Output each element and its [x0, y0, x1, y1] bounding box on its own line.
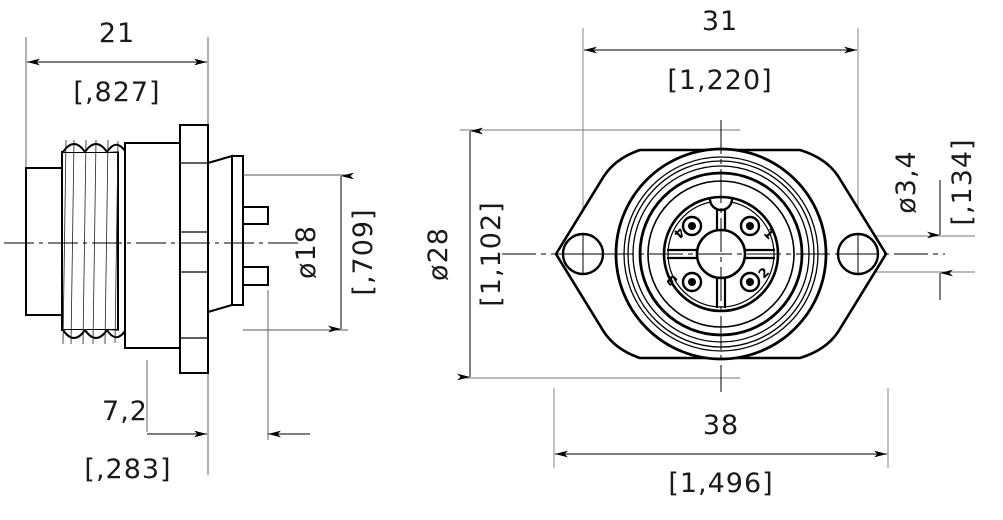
front-view-group: 31 [1,220] ø28 [1,102] ø3,4 [,134] 38 [1… [423, 6, 978, 499]
dim-mount-hole-diameter: ø3,4 [,134] [891, 138, 978, 300]
pin-3-inner [688, 278, 696, 286]
dim-hole-spacing: 31 [1,220] [584, 6, 857, 96]
solder-pin-upper [242, 206, 269, 225]
dim-flange-height-mm: ø28 [423, 227, 454, 281]
pin-4-group: 4 [670, 215, 703, 241]
collar-section [124, 142, 181, 349]
thread-root-body [61, 151, 119, 331]
connector-side-body [25, 124, 269, 374]
flange-inner-steps [180, 162, 208, 339]
front-view-centerlines [502, 120, 945, 392]
dim-hole-spacing-in: [1,220] [667, 65, 772, 96]
solder-pin-lower [242, 266, 269, 286]
dim-flange-height-in: [1,102] [476, 201, 507, 306]
dim-flange-width-in: [1,496] [668, 468, 773, 499]
thread-helix-lines [62, 139, 119, 345]
rear-barrel [25, 167, 63, 316]
dim-flange-width-mm: 38 [703, 410, 739, 441]
dim-body-diameter: ø18 [,709] [243, 172, 379, 333]
dim-body-diameter-in: [,709] [348, 208, 379, 295]
pin-2-inner [746, 278, 754, 286]
thread-crests-top [62, 143, 126, 153]
dim-body-diameter-mm: ø18 [291, 225, 322, 279]
dim-overall-length-in: [,827] [73, 77, 160, 108]
dim-flange-thickness: 7,2 [,283] [84, 396, 310, 485]
dim-flange-height: ø28 [1,102] [423, 127, 507, 381]
dim-flange-width: 38 [1,496] [555, 410, 887, 499]
pin-4-inner [688, 222, 696, 230]
thread-crests-bottom [62, 329, 126, 339]
dim-flange-thickness-in: [,283] [84, 454, 171, 485]
pin-1-inner [746, 222, 754, 230]
dim-flange-thickness-mm: 7,2 [102, 396, 148, 427]
dim-mount-hole-diameter-in: [,134] [947, 138, 978, 225]
dim-mount-hole-diameter-mm: ø3,4 [891, 150, 922, 213]
rear-insulator [207, 154, 233, 314]
dim-hole-spacing-mm: 31 [702, 6, 738, 37]
rear-insulator-face [231, 155, 244, 306]
mounting-flange [179, 124, 209, 374]
side-view-group: 21 [,827] [4, 18, 379, 485]
dim-overall-length-mm: 21 [99, 18, 135, 49]
dim-overall-length: 21 [,827] [27, 18, 207, 108]
